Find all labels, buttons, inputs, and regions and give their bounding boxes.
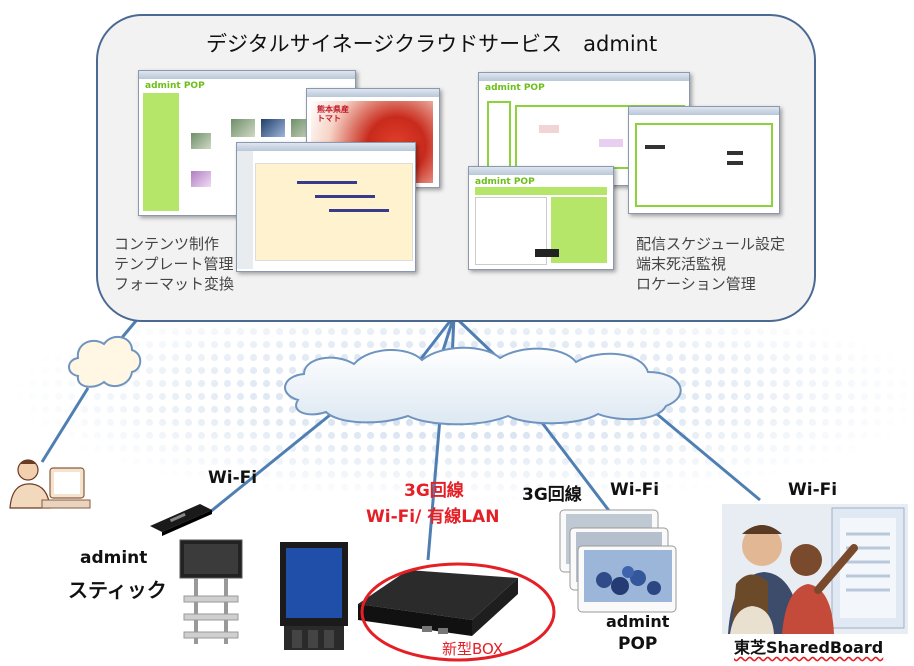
tv-stand-icon (179, 539, 243, 644)
box-connection-line2: Wi-Fi/ 有線LAN (366, 507, 500, 527)
user-at-computer-icon (9, 459, 91, 509)
features-right-list: 配信スケジュール設定 端末死活監視 ロケーション管理 (636, 234, 785, 294)
link-box (426, 417, 442, 561)
stick-connection-label: Wi-Fi (208, 468, 258, 488)
link-pop (538, 419, 612, 513)
pop-name-line2: POP (618, 634, 658, 654)
screenshot-schedule-timeline (236, 142, 416, 272)
stick-name-line2: スティック (68, 578, 167, 602)
cloud-service-panel: デジタルサイネージクラウドサービス admint admint POP 熊本県産… (96, 14, 816, 322)
feature-schedule: 配信スケジュール設定 (636, 235, 785, 253)
sharedboard-photo (722, 504, 908, 634)
small-cloud-icon (68, 335, 142, 388)
sharedboard-name-label: 東芝SharedBoard (734, 638, 884, 657)
sharedboard-connection-label: Wi-Fi (788, 480, 838, 500)
internet-cloud-icon (284, 346, 682, 426)
screenshot-location-management: admint POP (468, 166, 614, 270)
feature-contents: コンテンツ制作 (114, 235, 220, 253)
screenshot-terminal-monitor (628, 106, 780, 214)
link-stick (209, 413, 331, 514)
admint-pop-tablets-icon (559, 509, 677, 613)
link-sharedboard (639, 398, 761, 502)
new-box-device-icon (358, 570, 518, 636)
signage-display-icon (280, 542, 348, 650)
features-left-list: コンテンツ制作 テンプレート管理 フォーマット変換 (114, 234, 234, 294)
pop-connection-3g: 3G回線 (522, 485, 582, 505)
new-box-highlight-ellipse (360, 562, 556, 662)
link-small-cloud-user (40, 387, 90, 463)
feature-location: ロケーション管理 (636, 275, 756, 293)
box-name-label: 新型BOX (442, 640, 504, 658)
pop-connection-wifi: Wi-Fi (610, 480, 660, 500)
tomato-template-title: 熊本県産 トマト (317, 105, 349, 123)
stick-name-line1: admint (80, 548, 148, 568)
feature-format: フォーマット変換 (114, 275, 235, 293)
service-title: デジタルサイネージクラウドサービス admint (206, 32, 658, 56)
admint-stick-device-icon (150, 504, 212, 536)
pop-name-line1: admint (606, 612, 670, 631)
feature-monitor: 端末死活監視 (636, 255, 727, 273)
feature-template: テンプレート管理 (114, 255, 234, 273)
box-connection-line1: 3G回線 (404, 481, 464, 501)
